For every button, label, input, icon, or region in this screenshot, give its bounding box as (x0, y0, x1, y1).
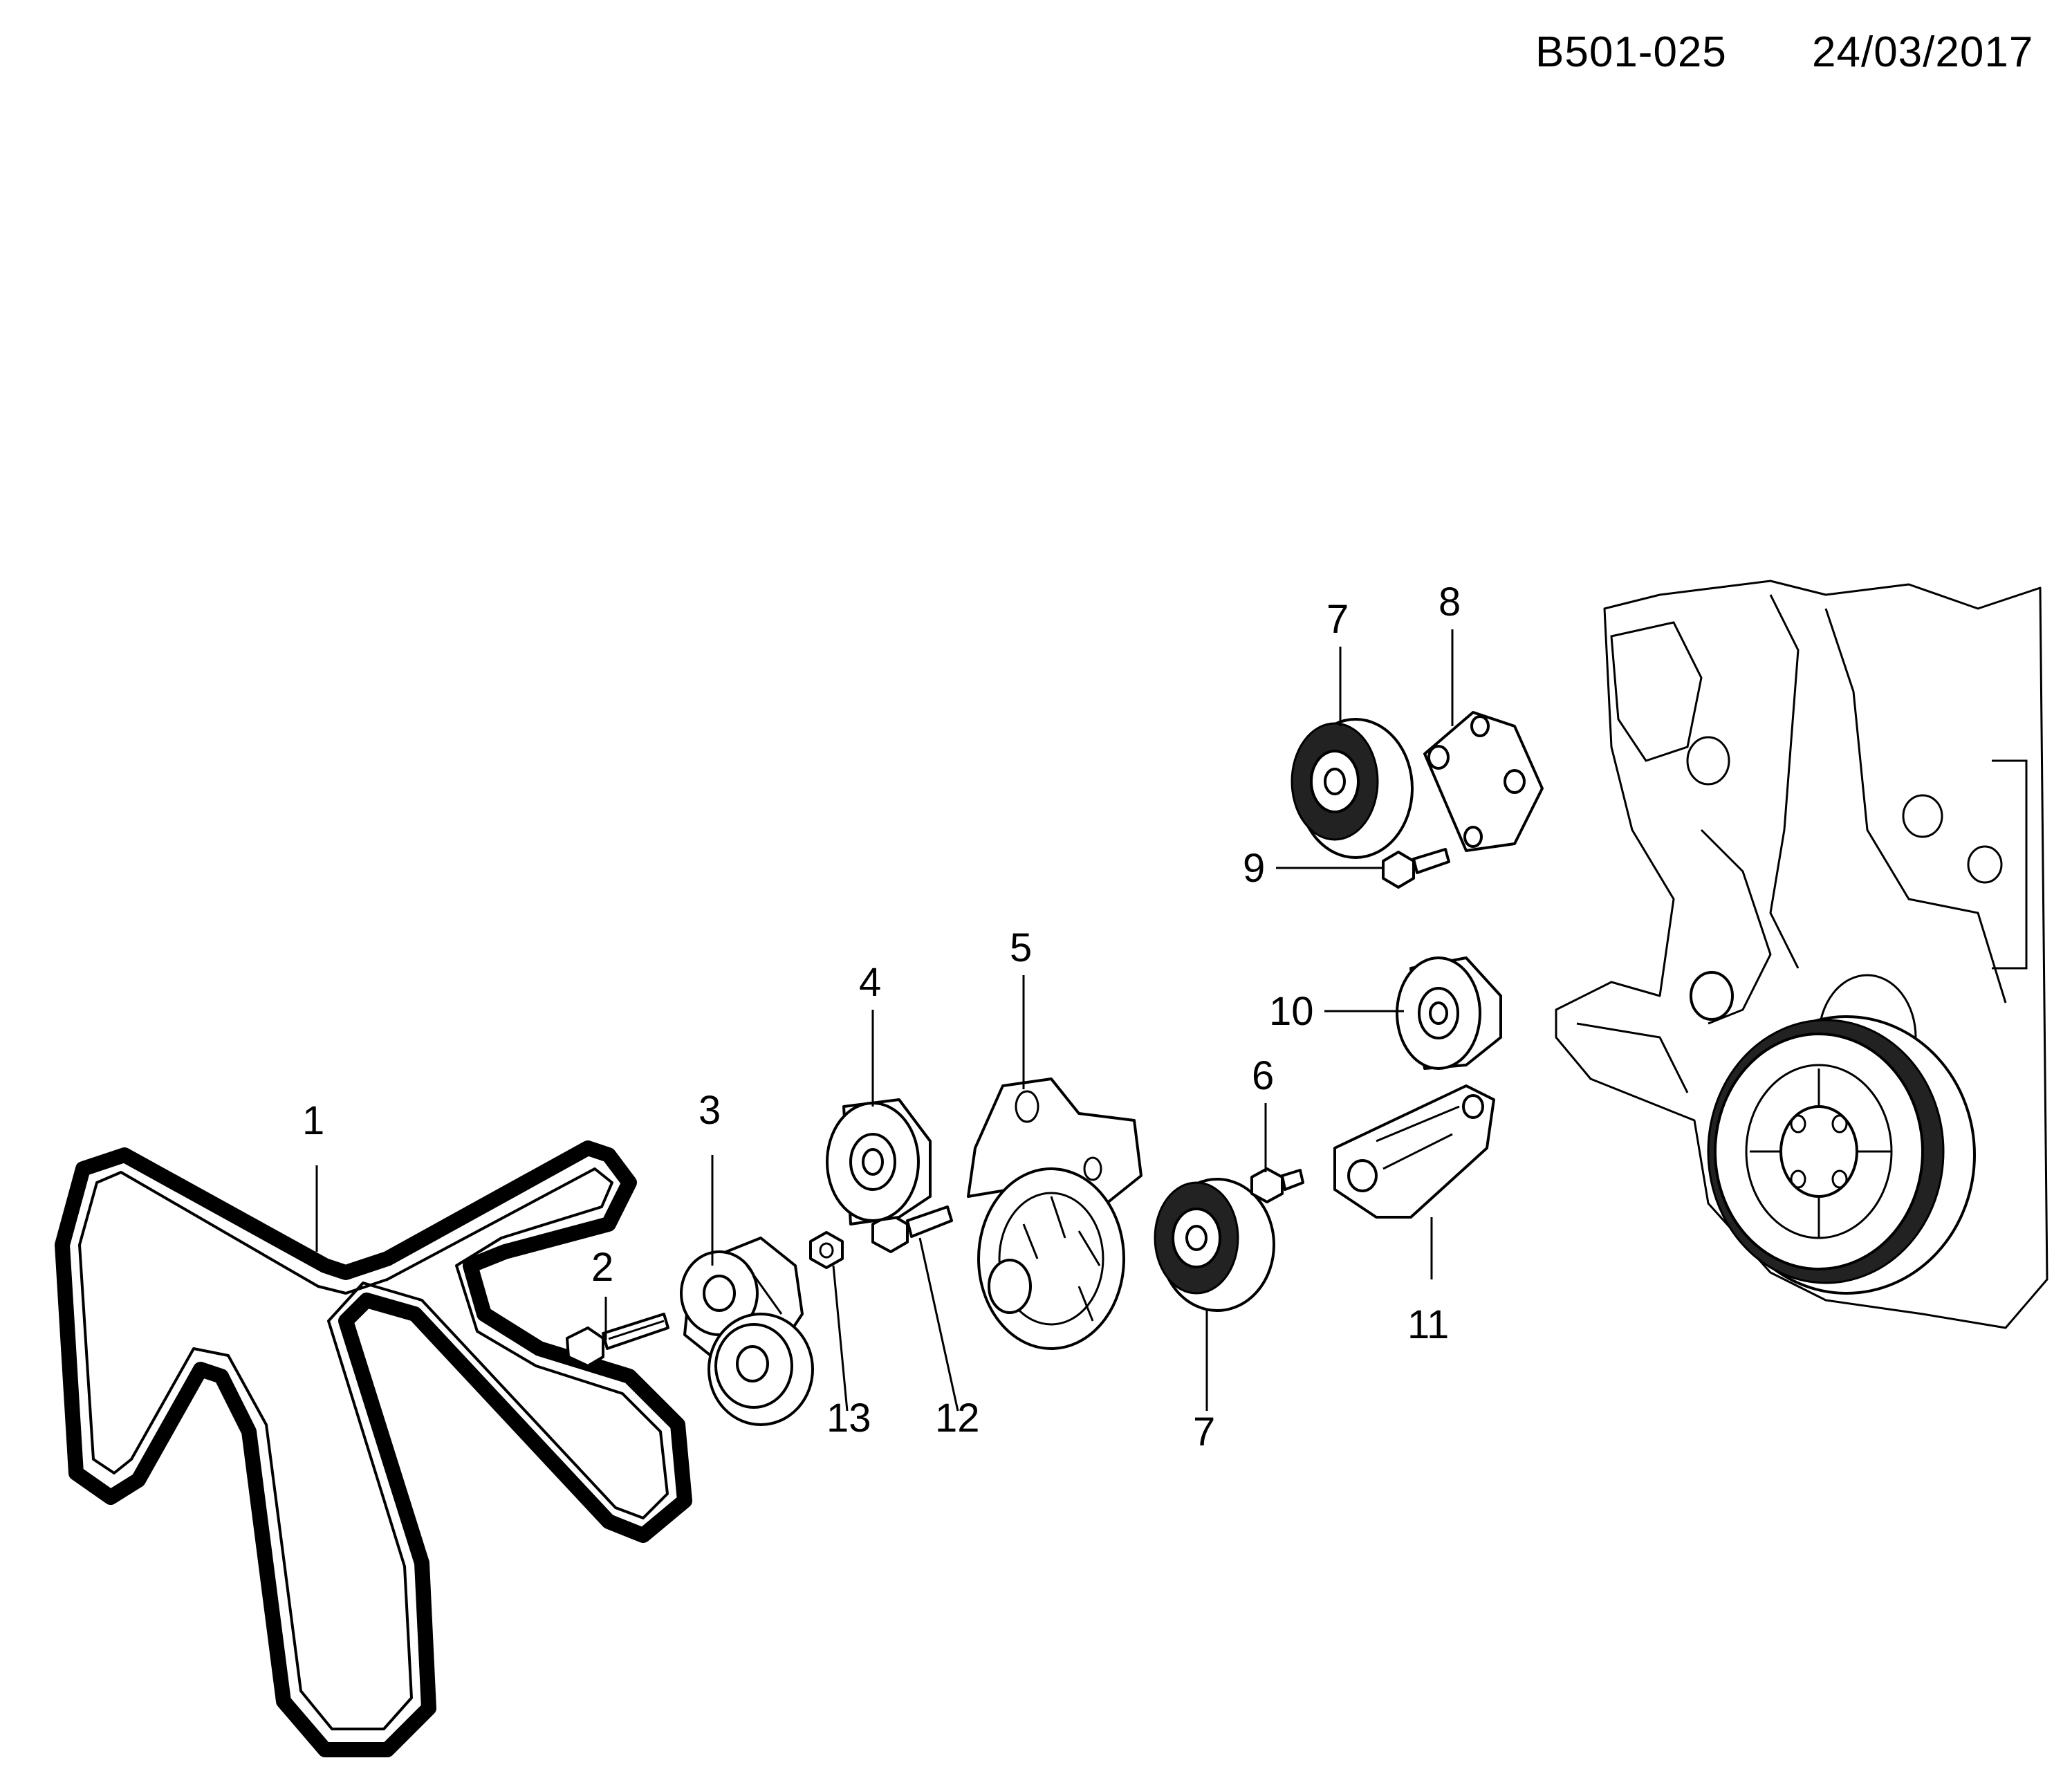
callout-2: 2 (591, 1245, 613, 1290)
bolt-part-12[interactable] (871, 1205, 953, 1253)
callout-1: 1 (302, 1098, 324, 1143)
callout-3: 3 (699, 1088, 721, 1133)
diagram-code: B501-025 (1535, 28, 1727, 76)
idler-pulley-part-4[interactable] (826, 1098, 932, 1225)
bolt-part-9[interactable] (1382, 848, 1450, 889)
water-pump-part-5[interactable] (967, 1077, 1143, 1350)
callout-9: 9 (1243, 846, 1265, 891)
callout-7-lower: 7 (1193, 1409, 1215, 1454)
nut-part-13[interactable] (809, 1231, 844, 1269)
callout-12: 12 (935, 1396, 980, 1441)
grooved-idler-part-7-upper[interactable] (1291, 718, 1414, 859)
callout-11: 11 (1407, 1302, 1449, 1347)
bracket-part-11[interactable] (1333, 1084, 1495, 1219)
bolt-part-6[interactable] (1250, 1167, 1304, 1203)
callout-10: 10 (1269, 989, 1314, 1034)
callout-5: 5 (1010, 925, 1032, 970)
callout-7-upper: 7 (1326, 597, 1349, 642)
crankshaft-pulley (1707, 1015, 1976, 1295)
callout-8: 8 (1439, 580, 1461, 625)
grooved-idler-part-7-lower[interactable] (1154, 1178, 1275, 1312)
serpentine-belt[interactable] (55, 1140, 692, 1757)
callout-13: 13 (826, 1396, 871, 1441)
callout-labels: 1 2 3 4 5 6 7 7 8 9 10 11 12 13 (302, 580, 1461, 1454)
idler-pulley-part-10[interactable] (1396, 956, 1502, 1070)
leader-lines (315, 629, 1454, 1412)
callout-6: 6 (1252, 1053, 1274, 1098)
tensioner-part-3[interactable] (680, 1237, 814, 1426)
bolt-part-2[interactable] (566, 1313, 669, 1367)
diagram-date: 24/03/2017 (1812, 28, 2034, 76)
callout-4: 4 (859, 960, 881, 1005)
bracket-plate-part-8[interactable] (1423, 711, 1544, 852)
